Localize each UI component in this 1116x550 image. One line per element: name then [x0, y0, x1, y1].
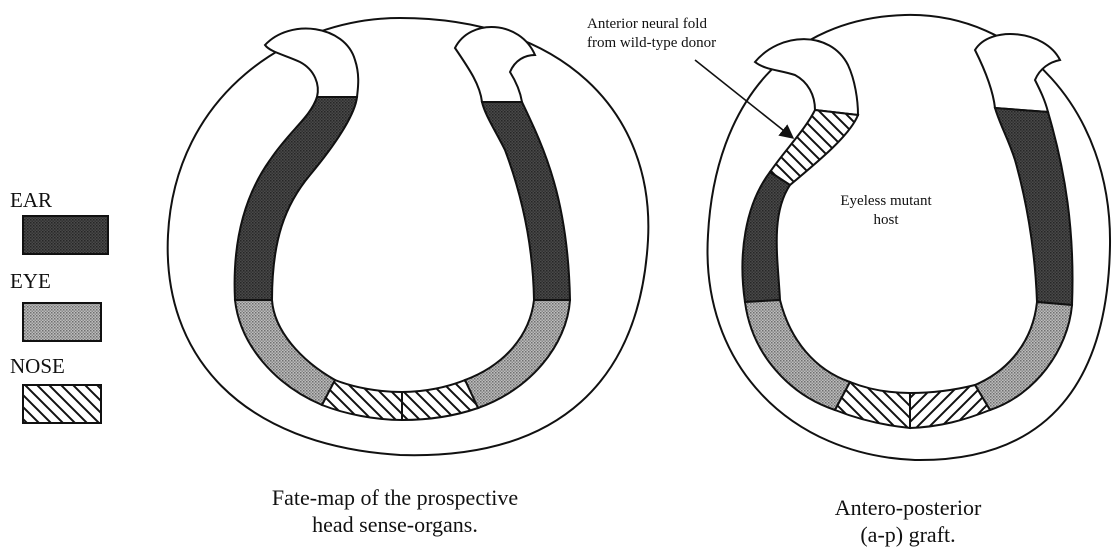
graft-callout-line1: Anterior neural fold	[587, 16, 707, 32]
right-caption-line1: Antero-posterior	[835, 495, 982, 520]
left-embryo: Fate-map of the prospective head sense-o…	[168, 18, 649, 537]
legend-nose-swatch	[23, 385, 101, 423]
left-caption-line2: head sense-organs.	[312, 512, 478, 537]
right-embryo: Anterior neural fold from wild-type dono…	[587, 15, 1110, 547]
left-caption-line1: Fate-map of the prospective	[272, 485, 518, 510]
legend-ear-label: EAR	[10, 188, 52, 212]
legend-nose-label: NOSE	[10, 354, 65, 378]
graft-callout-line2: from wild-type donor	[587, 35, 716, 51]
right-caption-line2: (a-p) graft.	[860, 522, 955, 547]
legend-ear-swatch	[23, 216, 108, 254]
legend: EAR EYE NOSE	[10, 188, 108, 423]
legend-eye-label: EYE	[10, 269, 51, 293]
legend-eye-swatch	[23, 303, 101, 341]
host-label-line2: host	[873, 212, 899, 228]
host-label-line1: Eyeless mutant	[840, 193, 932, 209]
